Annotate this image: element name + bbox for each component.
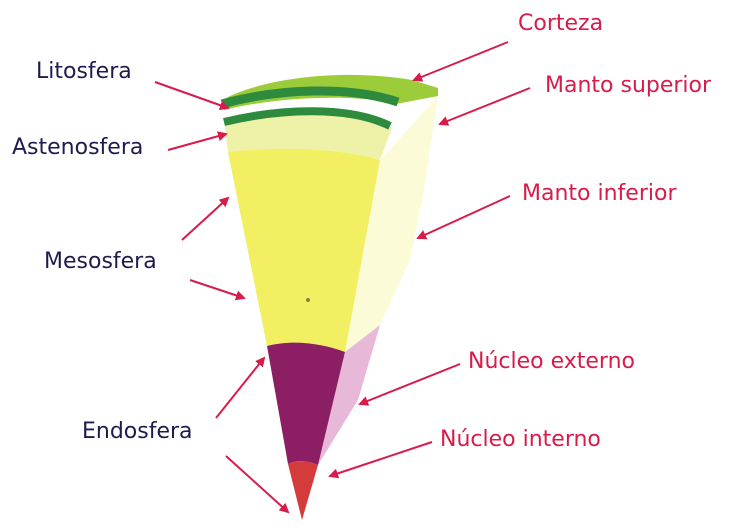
label-manto-inferior: Manto inferior <box>522 181 677 206</box>
label-nucleo-interno: Núcleo interno <box>440 427 601 452</box>
inner-core-layer <box>288 461 318 520</box>
arrow-mesosfera-down <box>190 280 244 298</box>
mantle-speck <box>306 298 310 302</box>
label-endosfera: Endosfera <box>82 419 193 444</box>
label-mesosfera: Mesosfera <box>44 249 157 274</box>
arrow-litosfera <box>155 82 228 108</box>
arrow-corteza <box>414 42 508 80</box>
arrow-astenosfera <box>168 134 226 150</box>
arrow-endosfera-down <box>226 456 288 512</box>
label-litosfera: Litosfera <box>36 59 132 84</box>
label-nucleo-externo: Núcleo externo <box>468 349 635 374</box>
arrow-nucleo-externo <box>360 364 460 404</box>
arrow-mesosfera-up <box>182 198 228 240</box>
label-manto-superior: Manto superior <box>545 73 712 98</box>
label-corteza: Corteza <box>518 11 603 36</box>
label-astenosfera: Astenosfera <box>12 135 143 160</box>
arrow-manto-inferior <box>418 196 510 238</box>
earth-wedge <box>222 75 438 520</box>
arrow-manto-superior <box>440 88 530 124</box>
arrow-endosfera-up <box>216 358 264 418</box>
arrow-nucleo-interno <box>330 442 432 476</box>
